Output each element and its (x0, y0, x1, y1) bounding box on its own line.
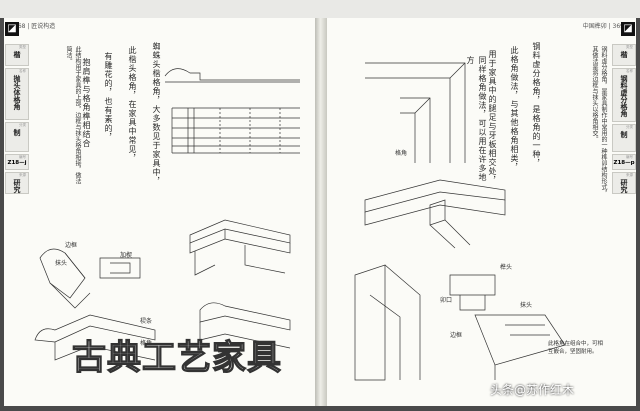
tab-label: 编号 (19, 155, 26, 159)
left-handwriting-2: 此楷头格角，在家具中常见， (128, 46, 137, 163)
right-handwriting-1: 钢料虚分格角，是格角的一种， (532, 42, 541, 168)
left-label-wedge: 加楔 (120, 252, 133, 259)
right-page: 中国榫卯 | 369 (327, 18, 636, 406)
tab-value: 楷 (620, 51, 628, 58)
tab-label: 名称 (19, 69, 26, 73)
tab-label: 分类 (626, 125, 633, 129)
left-tab-code: 编号 Z18—j (5, 154, 29, 170)
left-page-header: 368 | 匠说构造 (14, 23, 56, 30)
credit-text: 头条@苏作红木 (490, 383, 575, 397)
book-gutter (315, 18, 327, 406)
left-tab-category: 分类 制 (5, 122, 29, 152)
left-molding-sketch (199, 302, 291, 349)
left-handwriting-3: 有雕花的，也有素的， (104, 52, 113, 142)
right-tab-category: 分类 制 (612, 124, 636, 152)
left-tab-name: 名称 抛头体格角 (5, 68, 29, 120)
tab-value: Z18—p (613, 160, 635, 166)
left-tab-source: 来源 研究 (5, 172, 29, 194)
right-label-end: 抹头 (520, 302, 533, 309)
right-label-corner: 格角 (395, 150, 408, 157)
left-bottom-sketch (34, 314, 156, 361)
right-handwriting-4: 同样格角做法，可以用在许多地方 (466, 56, 487, 182)
right-tab-source: 来源 研究 (612, 172, 636, 194)
right-note: 此格角在组合中，可相互嵌合，坚固耐用。 (548, 341, 604, 355)
right-body-text: 钢料虚分格角，是家具制作中常用的一种榫卯结构形式，其做法是将边框与抹头以格角相交… (591, 46, 607, 196)
left-corner-sketch (189, 219, 291, 276)
tab-value: 研究 (13, 179, 21, 193)
left-handwriting-4: 抱肩榫与格角榫相结合 (82, 58, 91, 148)
left-profile-sketch (39, 248, 141, 309)
tab-value: 制 (620, 131, 628, 138)
tab-label: 类型 (626, 45, 633, 49)
right-joint-sketch (364, 179, 506, 249)
tab-value: 制 (13, 129, 21, 136)
right-page-header: 中国榫卯 | 369 (582, 23, 624, 30)
tab-value: Z18—j (7, 160, 27, 166)
right-handwriting-3: 用于家具中的腿足与牙板相交处， (488, 50, 497, 185)
tab-label: 来源 (626, 173, 633, 177)
right-tab-type: 类型 楷 (612, 44, 636, 66)
left-handwriting-1: 蜘蛛头楷格角，大多数见于家具中， (152, 42, 161, 186)
left-tab-type: 类型 楷 (5, 44, 29, 66)
watermark-text: 古典工艺家具 (71, 337, 282, 378)
right-logo-icon: ◪ (621, 22, 635, 36)
right-label-frame: 边框 (450, 332, 463, 339)
tab-label: 名称 (626, 69, 633, 73)
right-assembly-sketch (354, 264, 566, 381)
tab-label: 类型 (19, 45, 26, 49)
left-body-text: 此结构用于家具的上部，边框与抹头格角相接，做法简洁。 (65, 46, 81, 184)
tab-value: 楷 (13, 51, 21, 58)
tab-value: 研究 (620, 179, 628, 193)
page-top-band (0, 0, 640, 18)
left-frame-sketch (164, 68, 300, 154)
left-logo-icon: ◪ (5, 22, 19, 36)
tab-label: 分类 (19, 123, 26, 127)
right-frame-sketch (365, 62, 466, 163)
right-label-mortise: 卯口 (440, 297, 453, 304)
right-tab-name: 名称 钢料虚分格角 (612, 68, 636, 122)
right-tab-code: 编号 Z18—p (612, 154, 636, 170)
left-label-frame: 边框 (65, 242, 78, 249)
left-label-end: 抹头 (55, 260, 68, 267)
tab-label: 编号 (626, 155, 633, 159)
left-label-lattice: 棂条 (140, 318, 153, 325)
right-handwriting-2: 此格角做法，与其他格角相类， (510, 46, 519, 172)
left-label-corner: 格角 (140, 340, 153, 347)
tab-value: 钢料虚分格角 (620, 75, 628, 117)
tab-label: 来源 (19, 173, 26, 177)
right-label-tenon: 榫头 (500, 264, 513, 271)
tab-value: 抛头体格角 (13, 75, 21, 110)
